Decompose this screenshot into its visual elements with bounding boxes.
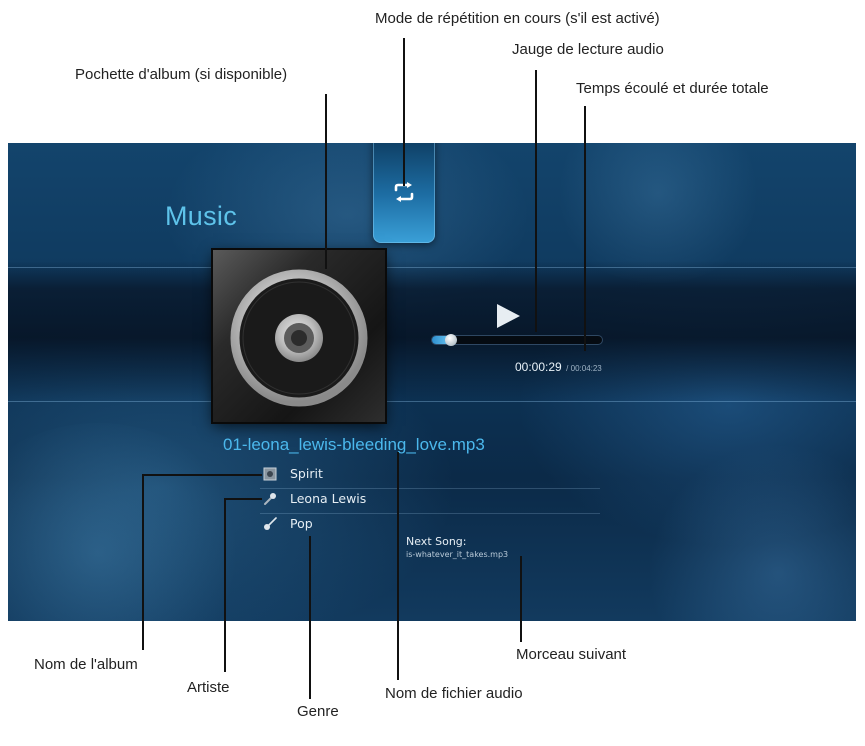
leader-line [142, 474, 262, 476]
bokeh-light [8, 423, 248, 621]
album-icon [263, 467, 277, 481]
music-player-screen: Music [8, 143, 856, 621]
info-row-artist: Leona Lewis [260, 489, 600, 514]
audio-filename: 01-leona_lewis-bleeding_love.mp3 [223, 435, 485, 454]
callout-album-name: Nom de l'album [34, 656, 138, 673]
time-display: 00:00:29 / 00:04:23 [515, 358, 602, 376]
leader-line [535, 70, 537, 332]
carousel-band [8, 261, 856, 401]
total-duration: / 00:04:23 [566, 364, 602, 373]
leader-line [397, 452, 399, 680]
album-art [213, 250, 385, 422]
microphone-icon [264, 493, 276, 505]
callout-genre: Genre [297, 703, 339, 720]
page-title: Music [165, 201, 238, 231]
leader-line [224, 498, 226, 672]
progress-knob[interactable] [444, 334, 457, 346]
leader-line [325, 94, 327, 269]
leader-line [142, 474, 144, 650]
playback-progress-bar[interactable] [432, 334, 602, 346]
callout-artist: Artiste [187, 679, 230, 696]
next-song-filename: is-whatever_it_takes.mp3 [406, 550, 509, 559]
play-icon[interactable] [495, 303, 521, 329]
info-row-genre: Pop [260, 514, 600, 536]
artist-name: Leona Lewis [290, 491, 367, 506]
guitar-icon [264, 517, 277, 530]
leader-line [520, 556, 522, 642]
band-line [8, 401, 856, 402]
leader-line [224, 498, 262, 500]
album-name: Spirit [290, 466, 323, 481]
callout-album-art: Pochette d'album (si disponible) [75, 66, 288, 83]
leader-line [584, 106, 586, 351]
next-song-label: Next Song: [406, 535, 467, 548]
divider [260, 513, 600, 514]
band-line [8, 267, 856, 268]
callout-filename: Nom de fichier audio [385, 685, 523, 702]
elapsed-time: 00:00:29 [515, 360, 562, 374]
leader-line [403, 38, 405, 186]
repeat-icon [394, 182, 414, 202]
bokeh-light [648, 443, 856, 621]
callout-time: Temps écoulé et durée totale [576, 80, 769, 97]
callout-progress-gauge: Jauge de lecture audio [512, 41, 664, 58]
genre-name: Pop [290, 516, 313, 531]
progress-fill [432, 336, 451, 344]
callout-repeat-mode: Mode de répétition en cours (s'il est ac… [375, 10, 660, 27]
leader-line [309, 536, 311, 699]
divider [260, 488, 600, 489]
disc-icon [230, 269, 368, 407]
info-row-album: Spirit [260, 464, 600, 489]
callout-next-song: Morceau suivant [516, 646, 627, 663]
